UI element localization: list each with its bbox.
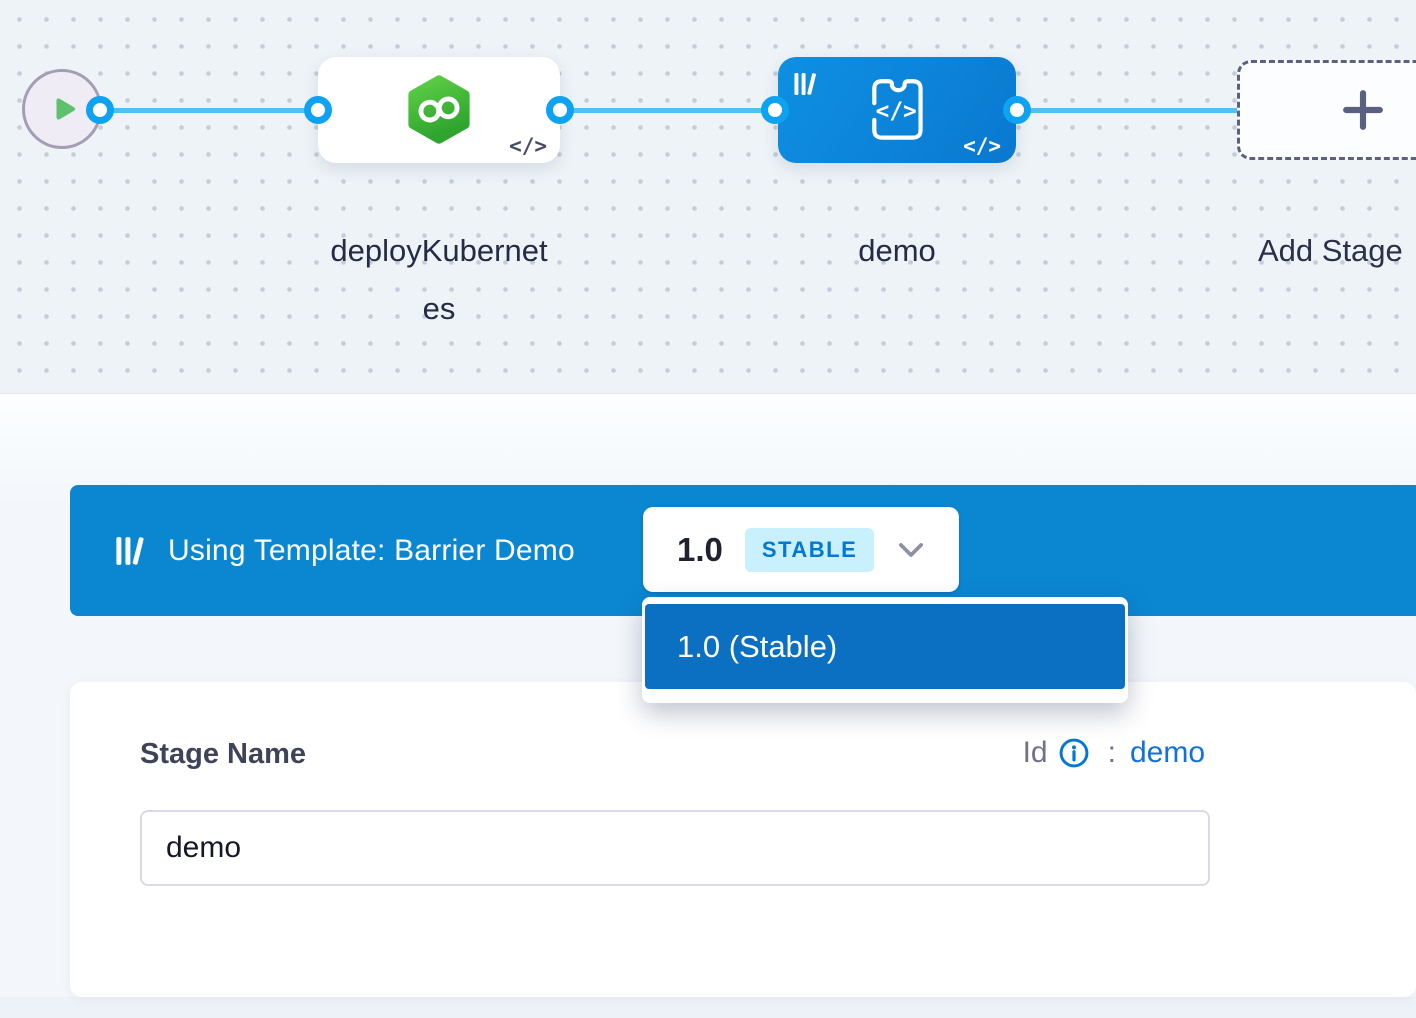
template-library-icon: [791, 69, 821, 104]
connector-port[interactable]: [761, 96, 789, 124]
template-banner-text: Using Template: Barrier Demo: [168, 533, 575, 567]
code-view-icon[interactable]: </>: [963, 134, 1001, 158]
version-dropdown-menu: 1.0 (Stable): [642, 597, 1128, 703]
connector-port[interactable]: [86, 96, 114, 124]
custom-stage-icon: </>: [860, 72, 934, 151]
template-version-value: 1.0: [677, 530, 723, 568]
id-label: Id: [1022, 736, 1048, 769]
stable-badge: STABLE: [744, 527, 875, 572]
add-stage-label: Add Stage: [1258, 233, 1403, 268]
id-separator: :: [1107, 736, 1116, 769]
template-version-selector[interactable]: 1.0 STABLE: [643, 507, 959, 592]
code-view-icon[interactable]: </>: [509, 134, 547, 158]
flow-edge: [1017, 108, 1239, 113]
chevron-down-icon: [898, 541, 924, 559]
stage-label-deploykubernetes: deployKubernet es: [330, 233, 548, 326]
stage-name-label: Stage Name: [140, 738, 307, 770]
stage-label-demo: demo: [858, 233, 936, 268]
info-icon[interactable]: [1058, 737, 1090, 769]
pipeline-canvas[interactable]: </> </> </>: [0, 0, 1416, 394]
svg-text:</>: </>: [876, 98, 917, 124]
deploy-hexagon-icon: [407, 74, 471, 150]
flow-edge: [560, 108, 775, 113]
template-banner: Using Template: Barrier Demo 1.0 STABLE: [70, 485, 1416, 616]
stage-id-row: Id : demo: [1023, 736, 1205, 770]
plus-icon: [1340, 87, 1386, 133]
flow-edge: [100, 108, 318, 113]
stage-overview-card: Stage Name Id : demo: [70, 682, 1416, 997]
connector-port[interactable]: [546, 96, 574, 124]
version-dropdown-item[interactable]: 1.0 (Stable): [645, 604, 1125, 689]
connector-port[interactable]: [1003, 96, 1031, 124]
play-icon: [49, 94, 79, 124]
stage-id-value[interactable]: demo: [1129, 736, 1205, 769]
panel-footer-strip: [0, 997, 1416, 1018]
stage-node-demo[interactable]: </> </>: [778, 57, 1016, 163]
add-stage-button[interactable]: [1237, 60, 1416, 160]
stage-name-input[interactable]: [140, 810, 1210, 886]
stage-node-deploykubernetes[interactable]: </>: [318, 57, 560, 163]
connector-port[interactable]: [304, 96, 332, 124]
template-library-icon: [112, 532, 150, 570]
